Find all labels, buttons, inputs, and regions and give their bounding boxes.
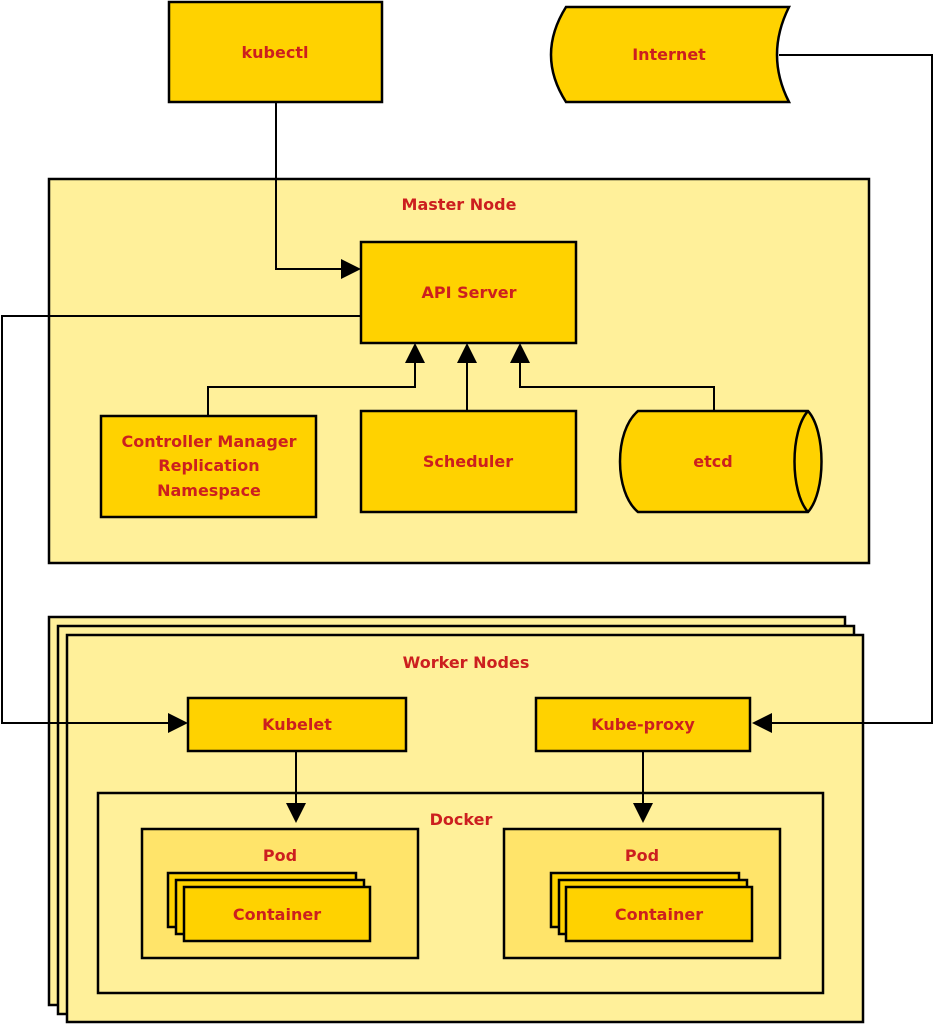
controller-manager-label-line2: Replication xyxy=(158,456,259,475)
kubelet-node: Kubelet xyxy=(186,696,408,753)
pod-right-label: Pod xyxy=(625,846,659,865)
etcd-node: etcd xyxy=(618,409,823,514)
internet-node: Internet xyxy=(549,5,792,104)
kubelet-to-docker-arrowhead xyxy=(286,803,306,823)
etcd-to-api-arrowhead xyxy=(510,343,530,363)
kube-proxy-label: Kube-proxy xyxy=(591,715,695,734)
kube-proxy-box xyxy=(534,696,752,753)
internet-to-kubeproxy-connector xyxy=(770,54,933,724)
container-left-label: Container xyxy=(233,905,321,924)
api-server-box xyxy=(359,240,578,345)
container-right-label: Container xyxy=(615,905,703,924)
kubelet-label: Kubelet xyxy=(262,715,332,734)
pod-left-label: Pod xyxy=(263,846,297,865)
api-to-kubelet-connector xyxy=(1,315,361,724)
kubeproxy-to-docker-arrowhead xyxy=(633,803,653,823)
api-server-node: API Server xyxy=(359,240,578,345)
worker-nodes-title: Worker Nodes xyxy=(403,653,530,672)
scheduler-node: Scheduler xyxy=(359,409,578,514)
scheduler-label: Scheduler xyxy=(423,452,513,471)
controller-manager-node: Controller Manager Replication Namespace xyxy=(99,414,318,519)
docker-title: Docker xyxy=(430,810,493,829)
controller-manager-box xyxy=(99,414,318,519)
kubectl-to-api-connector xyxy=(275,102,343,270)
master-node-title: Master Node xyxy=(402,195,517,214)
kubectl-to-api-arrowhead xyxy=(341,259,361,279)
controller-to-api-connector xyxy=(207,360,416,416)
etcd-label: etcd xyxy=(693,452,732,471)
scheduler-to-api-arrowhead xyxy=(457,343,477,363)
api-to-kubelet-arrowhead xyxy=(168,713,188,733)
container-left-box xyxy=(182,885,372,943)
container-right-box xyxy=(564,885,754,943)
etcd-to-api-connector xyxy=(519,360,715,411)
connectors xyxy=(1,54,933,823)
controller-manager-label-line3: Namespace xyxy=(157,481,261,500)
kubectl-node: kubectl xyxy=(167,0,384,104)
kubectl-box xyxy=(167,0,384,104)
internet-to-kubeproxy-arrowhead xyxy=(752,713,772,733)
api-server-label: API Server xyxy=(421,283,516,302)
kubelet-box xyxy=(186,696,408,753)
etcd-cylinder-body xyxy=(618,409,823,514)
pod-right-group: Pod Container xyxy=(502,827,782,960)
etcd-cylinder-rim xyxy=(793,410,809,513)
kubectl-label: kubectl xyxy=(242,43,309,62)
kube-proxy-node: Kube-proxy xyxy=(534,696,752,753)
pod-left-group: Pod Container xyxy=(140,827,420,960)
controller-manager-label-line1: Controller Manager xyxy=(121,432,296,451)
controller-to-api-arrowhead xyxy=(405,343,425,363)
internet-label: Internet xyxy=(632,45,706,64)
internet-shape xyxy=(549,5,792,104)
scheduler-box xyxy=(359,409,578,514)
